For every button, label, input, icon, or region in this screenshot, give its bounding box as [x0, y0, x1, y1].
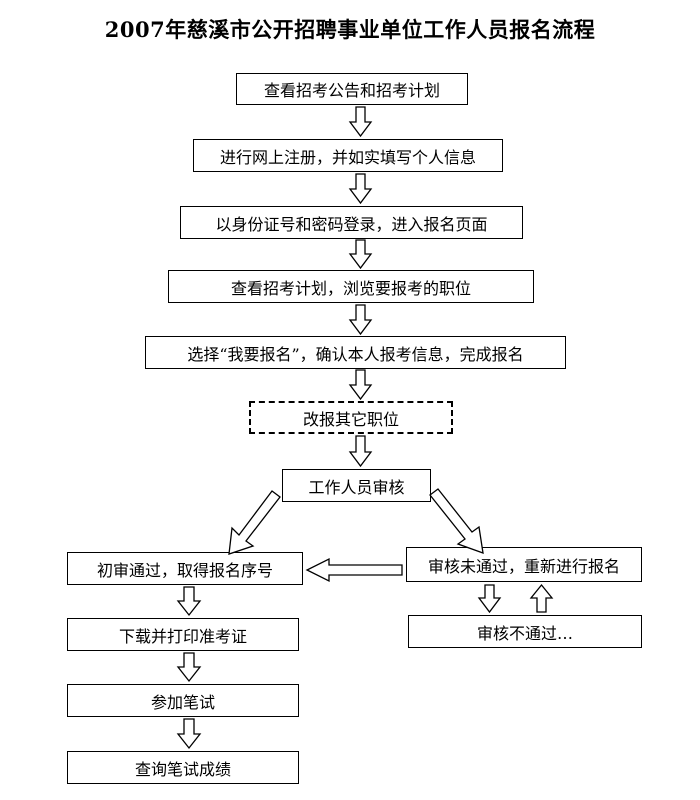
step-check-score: 查询笔试成绩: [67, 751, 299, 784]
left-arrow-icon: [305, 557, 403, 583]
down-arrow-icon: [348, 106, 373, 138]
down-arrow-icon: [348, 435, 373, 468]
diagonal-arrow-right-icon: [429, 488, 484, 554]
step-change-position: 改报其它职位: [249, 401, 453, 434]
down-arrow-icon: [348, 369, 373, 401]
step-confirm-registration: 选择“我要报名”，确认本人报考信息，完成报名: [145, 336, 566, 369]
down-arrow-icon: [348, 304, 373, 336]
step-print-admission-ticket: 下载并打印准考证: [67, 618, 299, 651]
step-staff-review: 工作人员审核: [282, 469, 431, 502]
down-arrow-icon: [348, 239, 373, 270]
step-view-announcement: 查看招考公告和招考计划: [236, 73, 468, 105]
step-preliminary-pass: 初审通过，取得报名序号: [67, 552, 303, 585]
down-arrow-icon: [348, 173, 373, 205]
step-login: 以身份证号和密码登录，进入报名页面: [180, 206, 523, 239]
up-arrow-icon: [529, 583, 554, 613]
step-register-online: 进行网上注册，并如实填写个人信息: [193, 139, 503, 172]
down-arrow-icon: [176, 718, 202, 750]
down-arrow-icon: [477, 584, 502, 614]
step-review-rejected: 审核不通过…: [408, 615, 642, 648]
step-review-failed-reregister: 审核未通过，重新进行报名: [406, 547, 642, 582]
down-arrow-icon: [176, 652, 202, 683]
down-arrow-icon: [176, 586, 202, 617]
diagonal-arrow-left-icon: [228, 490, 281, 555]
flowchart-title: 2007年慈溪市公开招聘事业单位工作人员报名流程: [104, 17, 596, 42]
step-written-exam: 参加笔试: [67, 684, 299, 717]
step-browse-positions: 查看招考计划，浏览要报考的职位: [168, 270, 534, 303]
